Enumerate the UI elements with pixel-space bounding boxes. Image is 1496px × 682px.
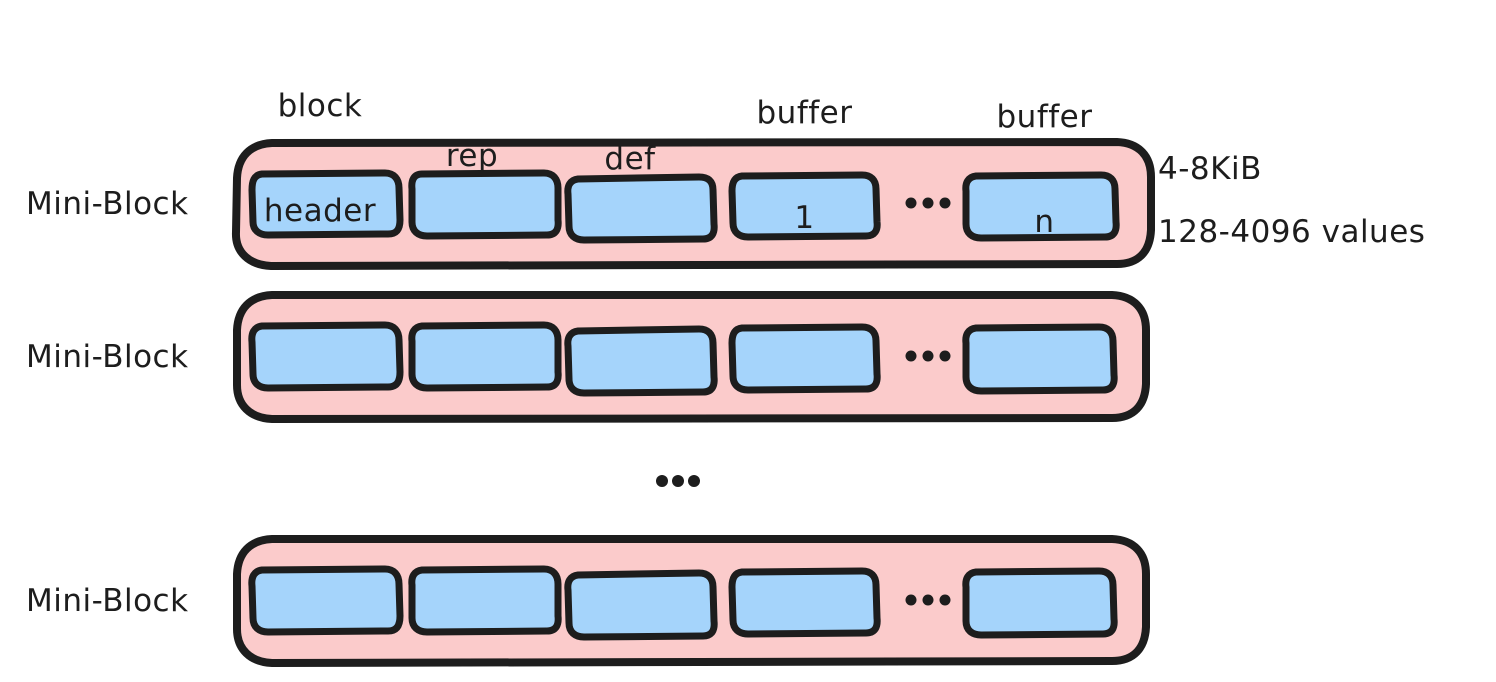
row-label-mini-block-2: Mini-Block: [26, 339, 189, 375]
column-header-buffer-1-line2: 1: [794, 199, 815, 236]
row-label-mini-block-1: Mini-Block: [26, 186, 189, 222]
rows-continuation-ellipsis: [656, 475, 700, 487]
column-header-buffer-1-line1: buffer: [756, 95, 853, 132]
column-header-buffer-n-line1: buffer: [996, 99, 1093, 136]
row-label-mini-block-3: Mini-Block: [26, 583, 189, 619]
annotation-size-range: 4-8KiB: [1158, 151, 1262, 187]
column-header-block-header-line2: header: [263, 192, 377, 229]
mini-block-row-2-shape: [233, 291, 1150, 423]
column-header-buffer-1: buffer 1: [742, 27, 867, 305]
column-header-buffer-n-line2: n: [1034, 203, 1055, 240]
annotation-value-count-range: 128-4096 values: [1158, 214, 1426, 250]
column-header-block-header: block header: [255, 20, 385, 298]
column-header-buffer-n: buffer n: [982, 31, 1107, 309]
mini-block-row-1-shape: [232, 138, 1155, 270]
mini-block-row-3-shape: [233, 535, 1150, 667]
column-header-rep: rep: [412, 70, 532, 244]
column-header-rep-line1: rep: [445, 138, 499, 175]
column-header-def-line1: def: [604, 141, 656, 178]
column-header-block-header-line1: block: [277, 88, 363, 125]
column-header-def: def: [570, 73, 690, 247]
